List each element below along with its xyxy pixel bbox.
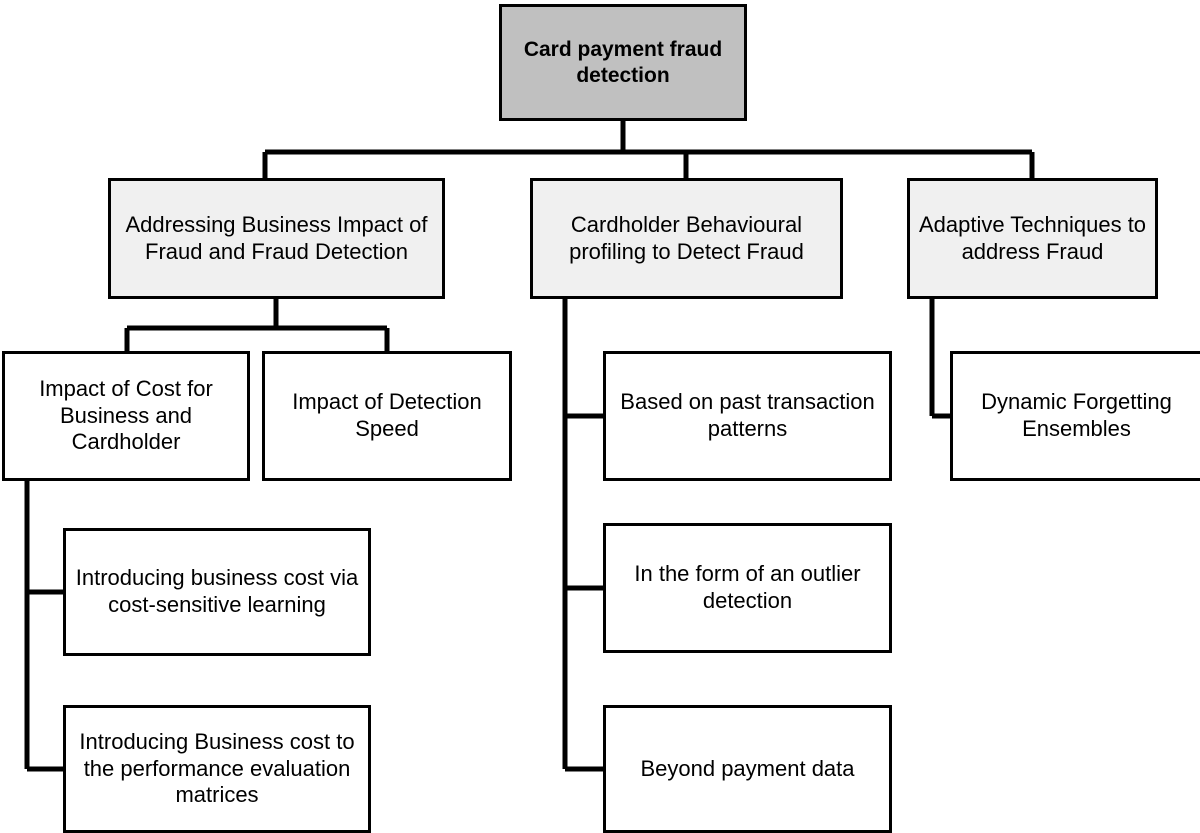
node-dynamic-forgetting-ensembles[interactable]: Dynamic Forgetting Ensembles xyxy=(950,351,1200,481)
node-addressing-business-impact[interactable]: Addressing Business Impact of Fraud and … xyxy=(108,178,445,299)
node-based-on-past-transaction-patterns-label: Based on past transaction patterns xyxy=(620,389,875,441)
node-adaptive-techniques[interactable]: Adaptive Techniques to address Fraud xyxy=(907,178,1158,299)
node-impact-of-cost-label: Impact of Cost for Business and Cardhold… xyxy=(39,375,213,455)
node-dynamic-forgetting-ensembles-label: Dynamic Forgetting Ensembles xyxy=(981,389,1172,441)
node-outlier-detection-label: In the form of an outlier detection xyxy=(634,561,861,613)
node-introducing-business-cost-matrices-label: Introducing Business cost to the perform… xyxy=(79,728,355,808)
node-cardholder-behavioural-profiling[interactable]: Cardholder Behavioural profiling to Dete… xyxy=(530,178,843,299)
node-beyond-payment-data[interactable]: Beyond payment data xyxy=(603,705,892,833)
node-root-label: Card payment fraud detection xyxy=(523,37,723,87)
node-outlier-detection[interactable]: In the form of an outlier detection xyxy=(603,523,892,653)
node-impact-of-detection-speed-label: Impact of Detection Speed xyxy=(292,389,482,441)
node-impact-of-detection-speed[interactable]: Impact of Detection Speed xyxy=(262,351,512,481)
node-beyond-payment-data-label: Beyond payment data xyxy=(640,755,855,781)
node-introducing-business-cost-learning[interactable]: Introducing business cost via cost-sensi… xyxy=(63,528,371,656)
node-cardholder-behavioural-profiling-label: Cardholder Behavioural profiling to Dete… xyxy=(569,211,804,264)
node-impact-of-cost[interactable]: Impact of Cost for Business and Cardhold… xyxy=(2,351,250,481)
node-based-on-past-transaction-patterns[interactable]: Based on past transaction patterns xyxy=(603,351,892,481)
node-adaptive-techniques-label: Adaptive Techniques to address Fraud xyxy=(918,211,1147,264)
node-introducing-business-cost-matrices[interactable]: Introducing Business cost to the perform… xyxy=(63,705,371,833)
node-root-card-payment-fraud-detection[interactable]: Card payment fraud detection xyxy=(499,4,747,121)
node-addressing-business-impact-label: Addressing Business Impact of Fraud and … xyxy=(125,211,428,264)
node-introducing-business-cost-learning-label: Introducing business cost via cost-sensi… xyxy=(75,565,359,617)
